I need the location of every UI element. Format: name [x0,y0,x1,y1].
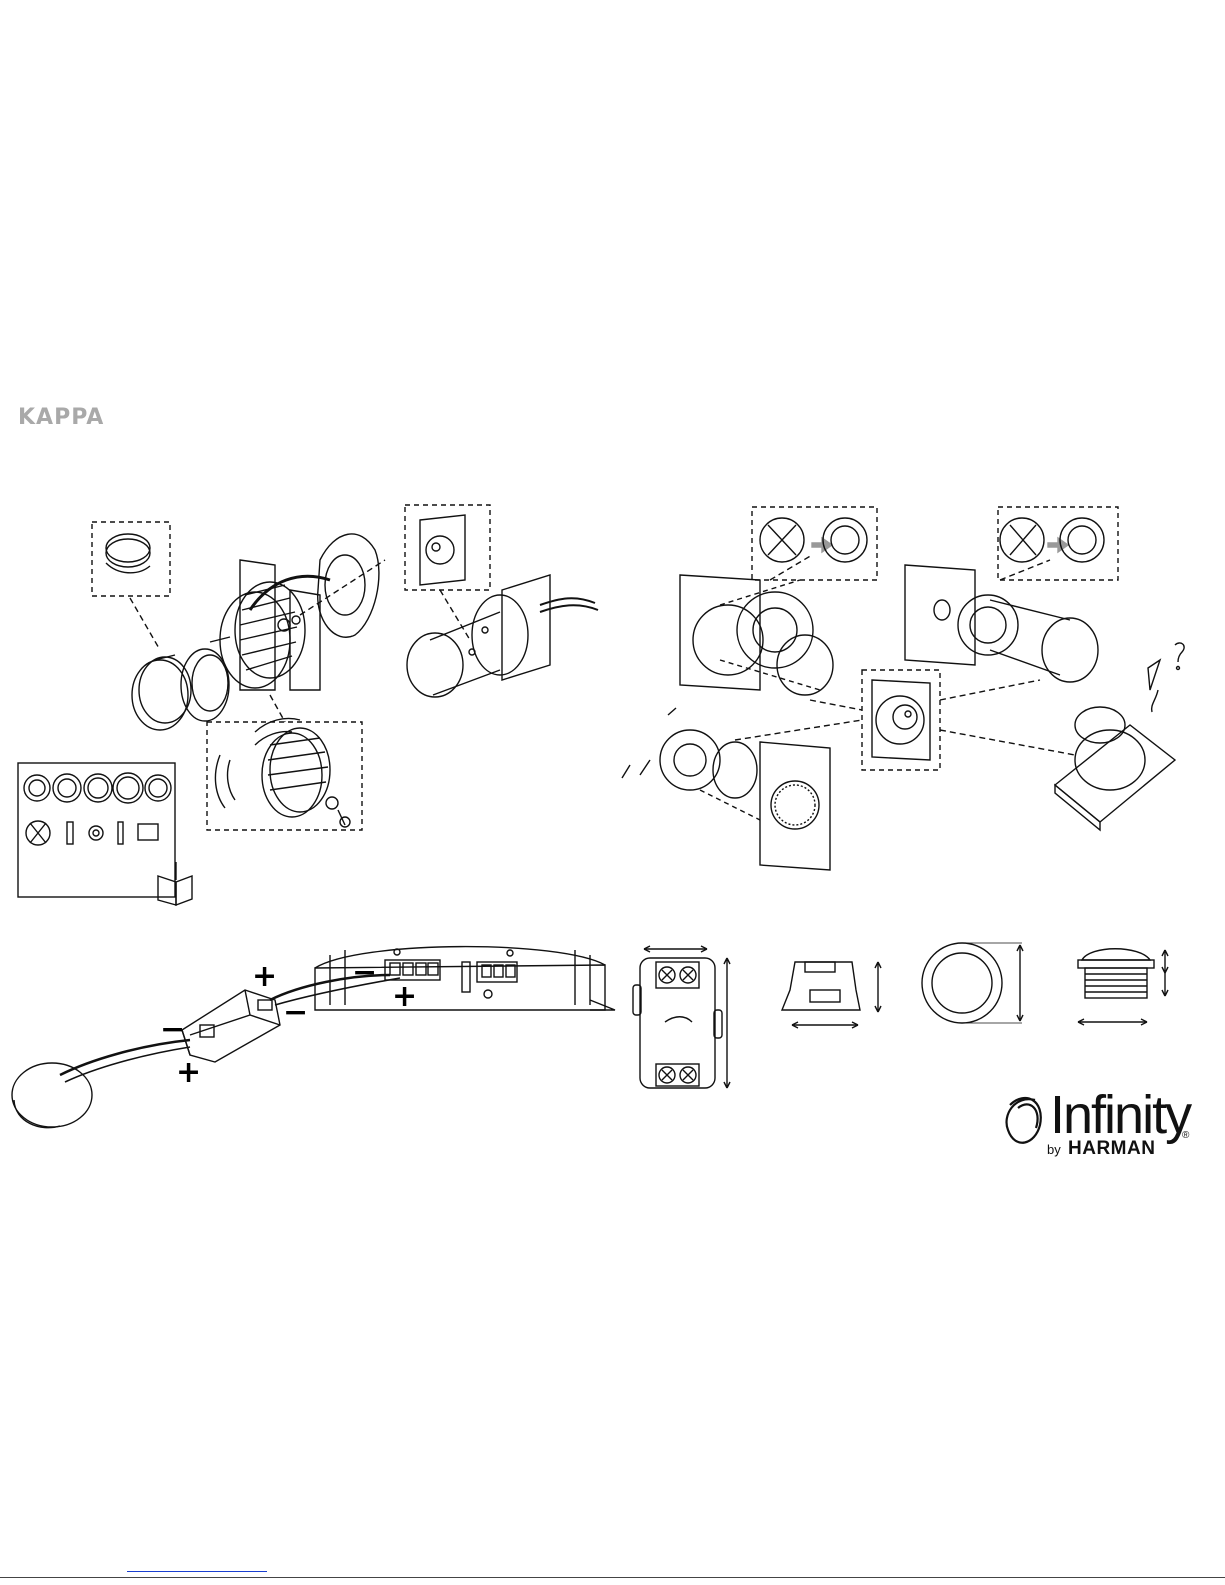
tweeter-diameter-dimension [922,943,1023,1023]
crossover-minus-sign: − [283,998,308,1028]
tweeter-plus-sign: + [176,1058,201,1088]
amp-terminal-plus-sign: + [392,982,417,1012]
crossover-front-dimension [633,946,730,1088]
tweeter-profile-dimension [1078,949,1168,1025]
center-detail-inset [735,670,1075,770]
logo-maker: HARMAN [1068,1138,1155,1160]
flush-mount-bracket [905,507,1118,682]
amp-plus-sign: + [252,962,277,992]
adhesive-mount [1055,643,1184,830]
wiring-diagram [12,947,615,1128]
rotation-detail [207,719,362,831]
footer-rule [0,1577,1225,1578]
tweeter-exploded-view [92,522,385,730]
crossover-side-dimension [782,962,881,1028]
logo-word: Infinity [1050,1088,1190,1142]
footer-link-underline[interactable] [127,1571,267,1572]
infinity-logo-icon [1007,1098,1041,1143]
logo-by: by [1047,1142,1061,1157]
parts-inventory [18,763,192,905]
surface-mount-bracket [680,507,877,695]
grille-panel-mount [622,708,830,870]
tweeter-panel-mount [405,505,598,697]
tweeter-minus-sign: − [160,1015,185,1045]
logo-registered-mark: ® [1182,1130,1189,1141]
amp-minus-sign: − [352,958,377,988]
detail-inset-tweeter-cap [92,522,170,596]
